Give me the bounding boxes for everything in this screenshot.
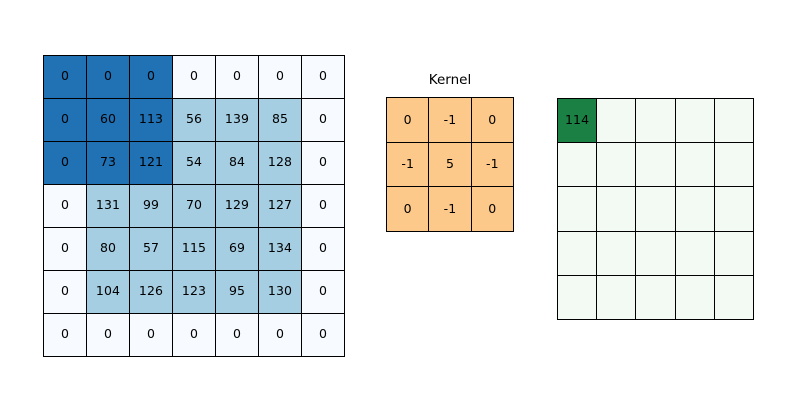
kernel-cell-r2-c1: -1 xyxy=(429,187,472,232)
kernel-cell-r0-c1: -1 xyxy=(429,98,472,143)
input-cell-r4-c6: 0 xyxy=(302,227,345,271)
input-cell-r0-c6: 0 xyxy=(302,55,345,99)
input-cell-r2-c0: 0 xyxy=(44,141,87,185)
input-cell-r5-c4: 95 xyxy=(216,270,259,314)
kernel-cell-r1-c0: -1 xyxy=(387,142,430,188)
output-cell-r4-c2 xyxy=(636,275,676,320)
input-cell-r1-c2: 113 xyxy=(130,98,173,142)
output-cell-r0-c1 xyxy=(597,99,637,144)
input-cell-r3-c6: 0 xyxy=(302,184,345,228)
input-cell-r1-c5: 85 xyxy=(259,98,302,142)
output-cell-r0-c0: 114 xyxy=(558,99,598,144)
output-cell-r0-c2 xyxy=(636,99,676,144)
kernel-cell-r1-c1: 5 xyxy=(429,142,472,188)
output-cell-r2-c4 xyxy=(714,187,754,232)
input-cell-r1-c0: 0 xyxy=(44,98,87,142)
input-cell-r0-c2: 0 xyxy=(130,55,173,99)
output-cell-r3-c0 xyxy=(558,231,598,276)
input-cell-r4-c3: 115 xyxy=(173,227,216,271)
output-cell-r1-c1 xyxy=(597,143,637,188)
input-cell-r5-c5: 130 xyxy=(259,270,302,314)
input-cell-r5-c1: 104 xyxy=(87,270,130,314)
output-cell-r3-c1 xyxy=(597,231,637,276)
input-cell-r3-c3: 70 xyxy=(173,184,216,228)
output-cell-r1-c3 xyxy=(675,143,715,188)
kernel-cell-r0-c0: 0 xyxy=(387,98,430,143)
input-cell-r0-c5: 0 xyxy=(259,55,302,99)
output-cell-r2-c3 xyxy=(675,187,715,232)
kernel-cell-r1-c2: -1 xyxy=(471,142,514,188)
kernel-cell-r2-c2: 0 xyxy=(471,187,514,232)
input-cell-r6-c0: 0 xyxy=(44,313,87,357)
input-cell-r1-c4: 139 xyxy=(216,98,259,142)
input-cell-r2-c6: 0 xyxy=(302,141,345,185)
output-cell-r1-c4 xyxy=(714,143,754,188)
input-cell-r4-c0: 0 xyxy=(44,227,87,271)
input-cell-r6-c1: 0 xyxy=(87,313,130,357)
output-cell-r1-c0 xyxy=(558,143,598,188)
input-cell-r0-c1: 0 xyxy=(87,55,130,99)
input-cell-r6-c5: 0 xyxy=(259,313,302,357)
input-cell-r4-c1: 80 xyxy=(87,227,130,271)
output-cell-r3-c4 xyxy=(714,231,754,276)
kernel-cell-r2-c0: 0 xyxy=(387,187,430,232)
output-cell-r0-c3 xyxy=(675,99,715,144)
input-cell-r1-c6: 0 xyxy=(302,98,345,142)
input-cell-r3-c4: 129 xyxy=(216,184,259,228)
output-cell-r0-c4 xyxy=(714,99,754,144)
input-cell-r5-c6: 0 xyxy=(302,270,345,314)
input-cell-r5-c0: 0 xyxy=(44,270,87,314)
input-cell-r2-c1: 73 xyxy=(87,141,130,185)
input-cell-r2-c5: 128 xyxy=(259,141,302,185)
input-cell-r4-c5: 134 xyxy=(259,227,302,271)
output-cell-r2-c1 xyxy=(597,187,637,232)
input-cell-r6-c2: 0 xyxy=(130,313,173,357)
output-cell-r4-c0 xyxy=(558,275,598,320)
input-cell-r4-c4: 69 xyxy=(216,227,259,271)
input-cell-r0-c3: 0 xyxy=(173,55,216,99)
output-cell-r1-c2 xyxy=(636,143,676,188)
input-cell-r2-c2: 121 xyxy=(130,141,173,185)
input-cell-r0-c0: 0 xyxy=(44,55,87,99)
input-cell-r3-c2: 99 xyxy=(130,184,173,228)
input-cell-r2-c3: 54 xyxy=(173,141,216,185)
output-cell-r2-c0 xyxy=(558,187,598,232)
input-cell-r5-c2: 126 xyxy=(130,270,173,314)
kernel-title: Kernel xyxy=(428,72,472,88)
input-cell-r1-c1: 60 xyxy=(87,98,130,142)
input-cell-r1-c3: 56 xyxy=(173,98,216,142)
output-cell-r4-c1 xyxy=(597,275,637,320)
input-cell-r6-c3: 0 xyxy=(173,313,216,357)
input-cell-r0-c4: 0 xyxy=(216,55,259,99)
input-cell-r3-c5: 127 xyxy=(259,184,302,228)
output-cell-r4-c4 xyxy=(714,275,754,320)
input-cell-r4-c2: 57 xyxy=(130,227,173,271)
output-cell-r3-c3 xyxy=(675,231,715,276)
kernel-cell-r0-c2: 0 xyxy=(471,98,514,143)
input-cell-r6-c4: 0 xyxy=(216,313,259,357)
output-feature-map-grid: 114 xyxy=(557,98,754,320)
input-cell-r3-c1: 131 xyxy=(87,184,130,228)
input-cell-r5-c3: 123 xyxy=(173,270,216,314)
output-cell-r2-c2 xyxy=(636,187,676,232)
output-cell-r3-c2 xyxy=(636,231,676,276)
input-cell-r2-c4: 84 xyxy=(216,141,259,185)
input-cell-r6-c6: 0 xyxy=(302,313,345,357)
output-cell-r4-c3 xyxy=(675,275,715,320)
input-cell-r3-c0: 0 xyxy=(44,184,87,228)
